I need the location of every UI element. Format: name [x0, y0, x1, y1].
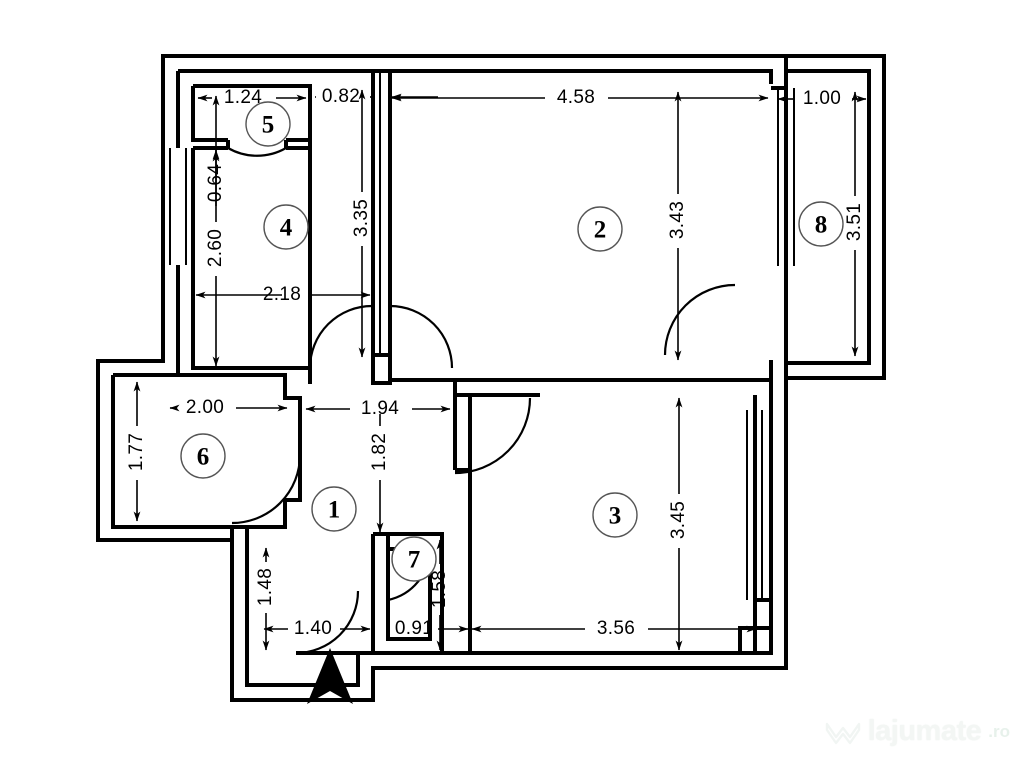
- room-marker-circle-6: [180, 433, 226, 479]
- room-marker-bg-3: [593, 493, 637, 537]
- room-marker-2: 2: [577, 206, 623, 252]
- room-marker-circle-8: [798, 201, 844, 247]
- room-number-markers: 1 2 3 4 5 6 7 8: [180, 101, 844, 582]
- room-marker-bg-5: [246, 102, 290, 146]
- dimension-label-d-1-24: 1.24: [224, 87, 262, 108]
- room-number-6: 6: [197, 444, 210, 471]
- room-marker-circle-1: [311, 486, 357, 532]
- dimension-lines: [133, 89, 867, 651]
- room-marker-5: 5: [245, 101, 291, 147]
- room-4-left-wall: [191, 148, 310, 370]
- room-number-3: 3: [609, 503, 622, 530]
- dimension-labels: 1.24 0.82 4.58 1.00 0.64 3.35 3.43 3.51 2.60 2.18…: [126, 86, 865, 639]
- room-marker-circle-5: [245, 101, 291, 147]
- window-room-6-top: [113, 360, 163, 376]
- dimension-label-d-1-82: 1.82: [369, 433, 390, 471]
- room-number-5: 5: [262, 112, 275, 139]
- room-marker-3: 3: [592, 492, 638, 538]
- room-3-bottom-notch: [738, 626, 771, 653]
- door-swing-room-3: [454, 397, 532, 475]
- dimension-label-d-2-18: 2.18: [263, 284, 301, 305]
- balcony-8-outer-wall: [786, 54, 886, 380]
- door-swing-entrance: [295, 590, 360, 655]
- outer-wall-inner-bottom: [358, 360, 773, 655]
- dimension-label-d-2-00: 2.00: [186, 397, 224, 418]
- room-marker-bg-6: [181, 434, 225, 478]
- dimension-label-d-0-64: 0.64: [205, 164, 226, 202]
- room-marker-circle-7: [391, 536, 437, 582]
- room-6-bottom-wall: [113, 455, 302, 529]
- room-6-top-wall: [113, 373, 302, 455]
- room-number-8: 8: [815, 212, 828, 239]
- door-swing-room-5: [227, 147, 287, 157]
- windows: [113, 71, 795, 600]
- door-swing-room-2-corridor: [389, 304, 454, 369]
- room-marker-bg-8: [799, 202, 843, 246]
- outer-wall-inner-top: [178, 69, 773, 84]
- dimension-label-d-1-77: 1.77: [126, 433, 147, 471]
- room-marker-circle-3: [592, 492, 638, 538]
- room-marker-bg-1: [312, 487, 356, 531]
- spine-wall-between-4-and-2: [371, 71, 392, 357]
- door-swing-room-6: [231, 454, 302, 525]
- room-7-left-wall: [371, 534, 442, 655]
- dimension-label-d-0-91: 0.91: [395, 618, 433, 639]
- room-marker-circle-2: [577, 206, 623, 252]
- dimension-label-d-1-00: 1.00: [803, 88, 841, 109]
- dimension-label-d-3-56: 3.56: [597, 618, 635, 639]
- room-number-1: 1: [328, 497, 341, 524]
- room-marker-bg-2: [578, 207, 622, 251]
- room-number-7: 7: [408, 547, 421, 574]
- door-swing-room-2: [663, 283, 736, 356]
- room-marker-4: 4: [263, 204, 309, 250]
- window-room-4-left: [169, 148, 187, 265]
- entrance-direction-arrow: [307, 648, 353, 704]
- dimension-label-d-4-58: 4.58: [557, 87, 595, 108]
- room-marker-bg-4: [264, 205, 308, 249]
- room-marker-8: 8: [798, 201, 844, 247]
- dimension-label-d-2-60: 2.60: [205, 229, 226, 267]
- window-room-2-right: [777, 88, 795, 266]
- dimension-label-d-3-45: 3.45: [668, 501, 689, 539]
- window-room-3-right: [746, 410, 763, 600]
- door-swings: [227, 147, 736, 655]
- dimension-label-d-3-51: 3.51: [844, 203, 865, 241]
- dimension-label-d-1-94: 1.94: [361, 398, 399, 419]
- dimension-label-d-3-35: 3.35: [351, 199, 372, 237]
- room-marker-7: 7: [391, 536, 437, 582]
- door-swing-room-4: [308, 304, 373, 369]
- room-marker-6: 6: [180, 433, 226, 479]
- room-7-top-wall: [373, 532, 444, 653]
- balcony-8-inner-wall: [786, 69, 871, 365]
- spine-wall-foot: [371, 355, 392, 385]
- room-number-2: 2: [594, 217, 607, 244]
- room-marker-bg-7: [392, 537, 436, 581]
- room-marker-circle-4: [263, 204, 309, 250]
- dimension-label-d-3-43: 3.43: [667, 201, 688, 239]
- wall-structure: [96, 54, 886, 702]
- room-marker-1: 1: [311, 486, 357, 532]
- dimension-label-d-1-40: 1.40: [294, 618, 332, 639]
- dimension-label-d-1-48: 1.48: [255, 568, 276, 606]
- dimension-label-d-1-58: 1.58: [429, 570, 450, 608]
- internal-partitions: [113, 71, 771, 685]
- room-number-4: 4: [280, 215, 293, 242]
- dimension-label-d-0-82: 0.82: [322, 86, 360, 107]
